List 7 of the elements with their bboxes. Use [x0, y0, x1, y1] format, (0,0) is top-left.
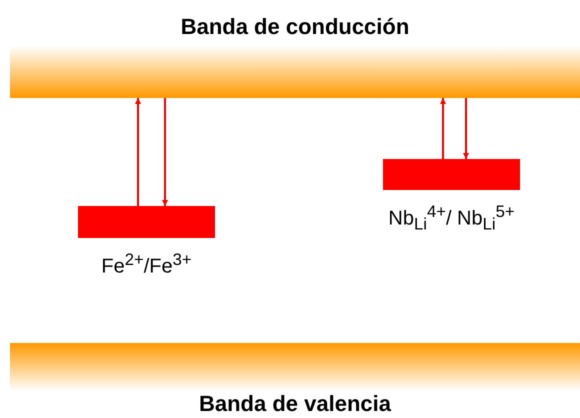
arrow: [463, 98, 469, 159]
band-title: Banda de conducción: [180, 14, 410, 40]
level-label: Fe$^{2+}$/Fe$^{3+}$: [101, 250, 192, 279]
arrow: [440, 98, 446, 159]
band-title: Banda de valencia: [198, 391, 392, 417]
arrow: [162, 98, 168, 206]
arrow: [135, 98, 141, 206]
